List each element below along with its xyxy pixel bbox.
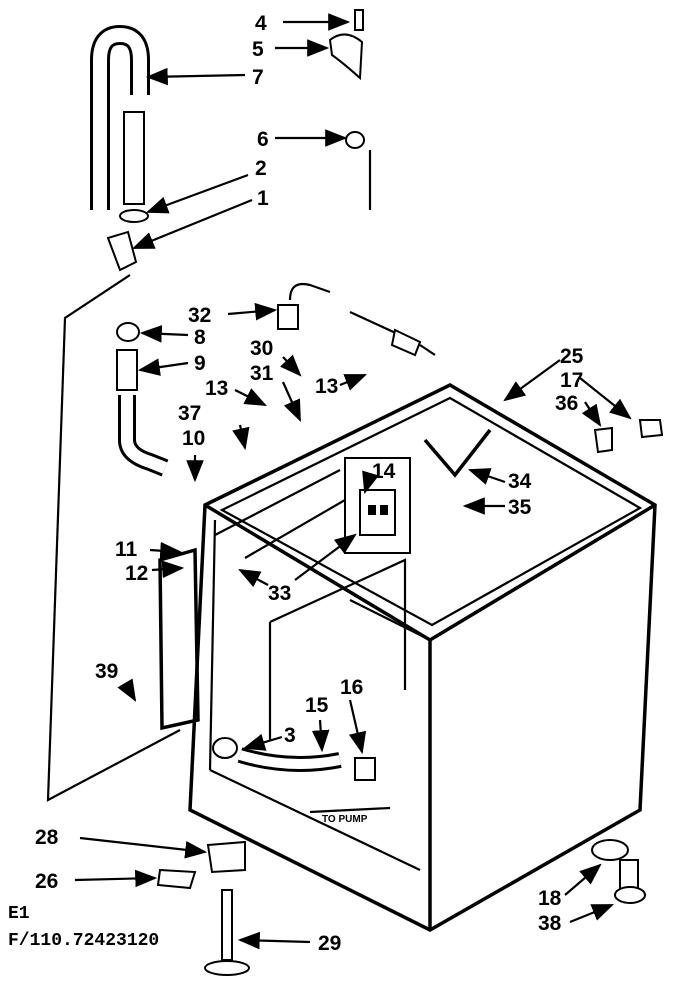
- fill-hose-part: [116, 322, 169, 477]
- callout-32: 32: [188, 304, 211, 327]
- callout-10: 10: [182, 427, 205, 450]
- callout-37: 37: [178, 402, 201, 425]
- callout-28: 28: [35, 826, 59, 849]
- callout-33: 33: [268, 582, 291, 605]
- code-line-2: F/110.72423120: [8, 931, 159, 951]
- callout-18: 18: [538, 887, 562, 910]
- to-pump-annotation: TO PUMP: [322, 814, 368, 825]
- callout-34: 34: [508, 470, 532, 493]
- inlet-hose-part: [277, 282, 436, 357]
- callout-29: 29: [318, 932, 341, 955]
- callout-14: 14: [372, 460, 396, 483]
- callout-17: 17: [560, 369, 583, 392]
- callout-30: 30: [250, 337, 273, 360]
- callout-36: 36: [555, 392, 578, 415]
- callout-1: 1: [257, 187, 269, 210]
- callout-25: 25: [560, 345, 584, 368]
- assembly-lines: [46, 150, 372, 802]
- bracket-part: [423, 428, 492, 478]
- callout-12: 12: [125, 562, 148, 585]
- callout-38: 38: [538, 912, 562, 935]
- leader-arrows: [74, 13, 632, 950]
- callout-4: 4: [255, 12, 267, 35]
- callout-2: 2: [255, 157, 267, 180]
- callout-9: 9: [194, 352, 206, 375]
- leveling-foot-part: [156, 419, 664, 976]
- callout-39: 39: [95, 660, 118, 683]
- callout-3: 3: [284, 724, 296, 747]
- callout-11: 11: [115, 538, 138, 561]
- callout-8: 8: [194, 326, 206, 349]
- callout-13a: 13: [205, 377, 228, 400]
- cabinet: [188, 383, 657, 932]
- callout-7: 7: [252, 66, 264, 89]
- callout-13b: 13: [315, 375, 338, 398]
- callout-5: 5: [252, 38, 264, 61]
- code-line-1: E1: [8, 904, 30, 924]
- callout-31: 31: [250, 362, 274, 385]
- pump-hose-part: [212, 737, 376, 781]
- callout-15: 15: [305, 694, 329, 717]
- callout-26: 26: [35, 870, 58, 893]
- clamp-parts: [328, 9, 365, 149]
- callout-16: 16: [340, 676, 363, 699]
- callout-6: 6: [257, 128, 269, 151]
- drain-hose-part: [90, 24, 150, 272]
- callout-35: 35: [508, 496, 532, 519]
- panel-part: [158, 547, 200, 731]
